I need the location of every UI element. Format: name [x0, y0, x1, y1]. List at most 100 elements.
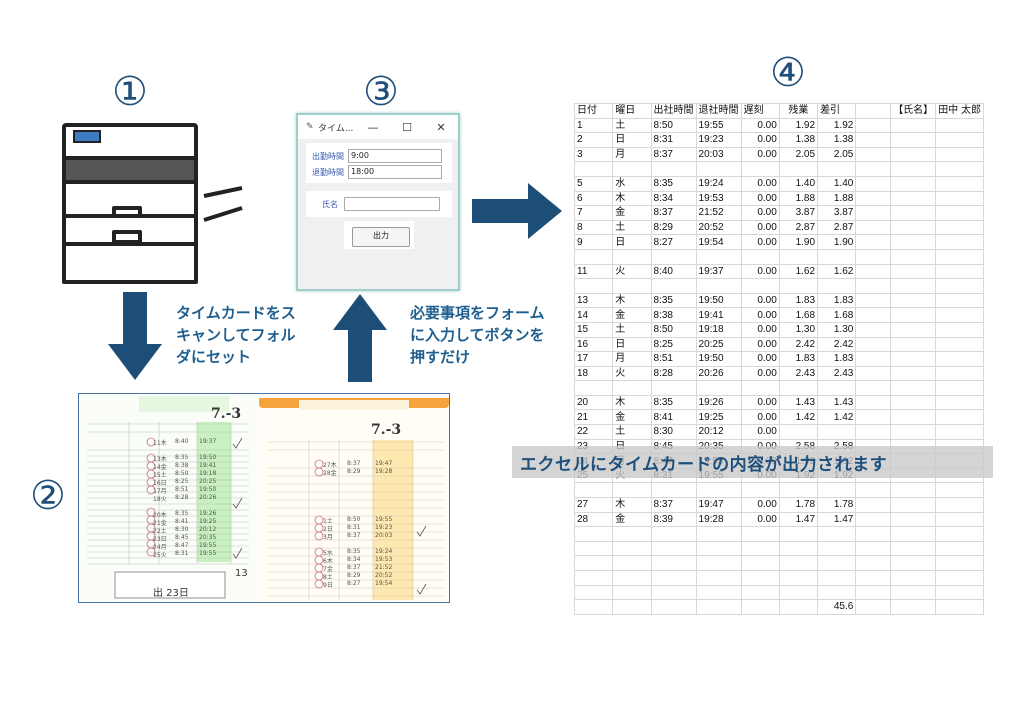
table-cell: [573, 584, 614, 601]
table-cell: 2.42: [778, 336, 819, 353]
table-cell: 19:54: [695, 234, 742, 250]
table-cell: [890, 570, 937, 586]
table-cell: [935, 409, 984, 426]
table-cell: [855, 117, 892, 134]
output-button[interactable]: 出力: [352, 227, 410, 247]
header-blank: [855, 103, 892, 119]
table-cell: 1.90: [778, 234, 819, 250]
table-cell: [890, 248, 937, 265]
table-cell: 0.00: [740, 511, 780, 528]
table-cell: [817, 526, 857, 542]
table-cell: [778, 278, 819, 294]
table-cell: 1.38: [778, 132, 819, 148]
table-cell: [855, 336, 892, 353]
table-cell: [935, 263, 984, 280]
table-cell: 19:18: [695, 321, 742, 338]
timecard-1-total: 13: [235, 568, 248, 579]
timecard-2: 7.-3: [259, 394, 449, 602]
table-cell: 0.00: [740, 497, 780, 513]
table-cell: [890, 146, 937, 163]
table-cell: [695, 540, 742, 557]
table-cell: 1.42: [778, 409, 819, 426]
table-cell: [573, 555, 614, 571]
table-cell: [855, 278, 892, 294]
table-cell: 1.40: [778, 175, 819, 192]
table-cell: 0.00: [740, 351, 780, 367]
header-net: 差引: [817, 103, 857, 119]
minimize-button[interactable]: —: [367, 120, 379, 134]
table-cell: [573, 570, 614, 586]
table-cell: 19:24: [695, 175, 742, 192]
table-row: [573, 526, 984, 542]
table-cell: 8:31: [650, 132, 697, 148]
table-cell: 19:26: [695, 394, 742, 411]
table-cell: [855, 234, 892, 250]
table-cell: 1.62: [817, 263, 857, 280]
table-cell: [855, 540, 892, 557]
table-cell: 1.78: [817, 497, 857, 513]
table-cell: [740, 584, 780, 601]
table-cell: 1.68: [817, 307, 857, 323]
table-cell: 0.00: [740, 292, 780, 309]
table-cell: 0.00: [740, 205, 780, 221]
table-cell: [855, 161, 892, 177]
table-cell: [612, 555, 652, 571]
table-cell: 土: [612, 117, 652, 134]
table-cell: 日: [612, 234, 652, 250]
table-cell: 1.43: [778, 394, 819, 411]
table-cell: [935, 570, 984, 586]
table-cell: 土: [612, 321, 652, 338]
table-cell: 15: [573, 321, 614, 338]
table-cell: [573, 540, 614, 557]
table-row: [573, 540, 984, 557]
form-caption: 必要事項をフォーム に入力してボタンを 押すだけ: [410, 302, 545, 368]
table-cell: 1.68: [778, 307, 819, 323]
table-cell: 0.00: [740, 175, 780, 192]
table-cell: [890, 292, 937, 309]
table-cell: [778, 526, 819, 542]
table-cell: [817, 380, 857, 396]
table-cell: [935, 234, 984, 250]
table-cell: [612, 161, 652, 177]
table-cell: 木: [612, 394, 652, 411]
table-cell: 木: [612, 497, 652, 513]
table-cell: 0.00: [740, 117, 780, 134]
scan-caption-line-2: キャンしてフォル: [176, 326, 296, 344]
scanner-illustration: [58, 120, 243, 290]
end-time-field[interactable]: 18:00: [348, 165, 442, 179]
table-row: [573, 584, 984, 601]
table-cell: 0.00: [740, 394, 780, 411]
table-cell: 45.6: [817, 599, 857, 615]
start-time-field[interactable]: 9:00: [348, 149, 442, 163]
table-cell: [935, 599, 984, 615]
table-cell: 6: [573, 190, 614, 207]
table-cell: [935, 278, 984, 294]
scanned-timecards: 7.-3: [78, 393, 450, 603]
table-cell: [778, 540, 819, 557]
form-caption-line-1: 必要事項をフォーム: [410, 304, 545, 322]
name-field[interactable]: [344, 197, 440, 211]
table-cell: [695, 248, 742, 265]
table-cell: 8:25: [650, 336, 697, 353]
table-cell: [855, 292, 892, 309]
table-cell: 8:41: [650, 409, 697, 426]
banner-background: [512, 446, 993, 478]
form-caption-line-3: 押すだけ: [410, 348, 471, 366]
table-cell: [890, 132, 937, 148]
close-button[interactable]: ✕: [436, 120, 446, 134]
table-cell: [740, 555, 780, 571]
table-cell: 1.83: [817, 351, 857, 367]
start-time-row: 出勤時間 9:00: [312, 149, 442, 163]
table-cell: [695, 570, 742, 586]
table-cell: [890, 424, 937, 440]
table-cell: [935, 219, 984, 236]
table-cell: [778, 424, 819, 440]
timecard-1-note: 出 23日: [153, 588, 189, 599]
table-cell: 1.92: [778, 117, 819, 134]
maximize-button[interactable]: ☐: [402, 120, 412, 134]
